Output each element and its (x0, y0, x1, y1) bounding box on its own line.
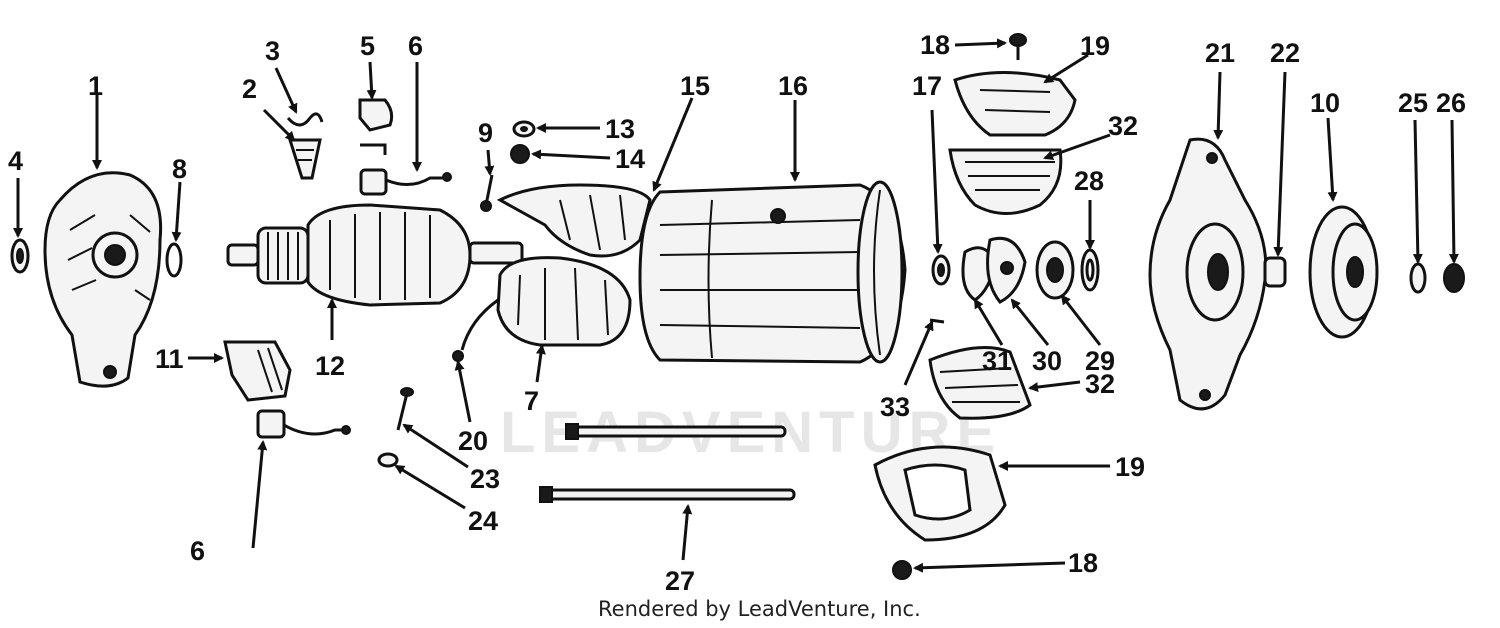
part-19-cover-top (953, 71, 1077, 137)
callout-8: 8 (172, 154, 187, 184)
part-24-washer (377, 452, 399, 468)
callout-12: 12 (315, 351, 345, 381)
callout-4: 4 (8, 146, 23, 176)
callout-22: 22 (1270, 38, 1300, 68)
callout-28: 28 (1074, 166, 1104, 196)
callout-3: 3 (265, 36, 280, 66)
callout-18-bottom: 18 (1068, 548, 1098, 578)
part-26-nut (1443, 263, 1465, 293)
credit-line: Rendered by LeadVenture, Inc. (598, 597, 921, 621)
callout-1: 1 (88, 71, 103, 101)
part-6-brush-with-lead-bottom (256, 409, 351, 439)
leader-lines (13, 38, 1459, 573)
part-15-field-coil-upper (496, 183, 652, 258)
callout-31: 31 (982, 346, 1012, 376)
callout-19-bottom: 19 (1115, 452, 1145, 482)
callout-32-bottom: 32 (1085, 369, 1115, 399)
part-27-through-bolts (539, 423, 796, 503)
callout-7: 7 (524, 386, 539, 416)
part-17-washer (931, 254, 951, 286)
part-22-bushing (1263, 256, 1287, 288)
callout-27: 27 (665, 566, 695, 596)
part-16-field-frame (638, 180, 907, 364)
part-25-washer (1409, 262, 1427, 294)
part-23-screw (396, 387, 414, 431)
part-7-field-coil-lower (452, 256, 632, 362)
part-10-pulley (1308, 205, 1379, 339)
part-5-brush-holder (358, 98, 394, 155)
part-3-spring-clip (286, 112, 324, 127)
callout-6-top: 6 (408, 31, 423, 61)
part-18-screw-top (1009, 33, 1027, 60)
part-28-washer (1080, 248, 1100, 292)
callout-14: 14 (615, 144, 645, 174)
callout-9: 9 (478, 118, 493, 148)
callout-17: 17 (912, 71, 942, 101)
callout-19-top: 19 (1080, 31, 1110, 61)
part-6-brush-with-lead-top (359, 168, 452, 196)
callout-6-bottom: 6 (190, 536, 205, 566)
part-18-screw-bottom (892, 560, 912, 580)
callout-2: 2 (242, 74, 257, 104)
callout-23: 23 (470, 464, 500, 494)
callout-11: 11 (155, 344, 184, 374)
callout-29: 29 (1085, 346, 1115, 376)
callout-21: 21 (1205, 38, 1235, 68)
part-32-housing-bottom (928, 346, 1032, 420)
callout-16: 16 (778, 71, 808, 101)
callout-32-top: 32 (1108, 111, 1138, 141)
part-14-nut (510, 144, 530, 164)
part-4-washer (10, 238, 30, 274)
callout-labels: 1 2 3 4 5 6 6 7 8 9 10 11 12 13 14 15 16… (8, 30, 1466, 596)
callout-24: 24 (468, 506, 498, 536)
part-8-ring (165, 242, 183, 278)
part-32-housing-top (948, 148, 1063, 215)
part-33-key (929, 318, 945, 324)
part-11-brush (223, 340, 292, 402)
callout-25: 25 (1398, 88, 1428, 118)
part-13-washer (512, 120, 536, 138)
part-21-drive-end-frame (1148, 137, 1268, 411)
part-19-cover-bottom (873, 445, 1007, 542)
callout-10: 10 (1310, 88, 1340, 118)
callout-33: 33 (880, 392, 910, 422)
part-9-terminal-bolt (480, 174, 494, 212)
callout-18-top: 18 (920, 30, 950, 60)
callout-26: 26 (1436, 88, 1466, 118)
part-2-brush (287, 138, 322, 180)
part-1-commutator-end-frame (43, 171, 163, 388)
callout-15: 15 (680, 71, 710, 101)
callout-13: 13 (605, 114, 635, 144)
parts-29-31-gear-plates-and-bearing (961, 236, 1075, 304)
callout-30: 30 (1032, 346, 1062, 376)
part-12-armature (226, 203, 524, 307)
callout-20: 20 (458, 426, 488, 456)
callout-5: 5 (360, 31, 375, 61)
